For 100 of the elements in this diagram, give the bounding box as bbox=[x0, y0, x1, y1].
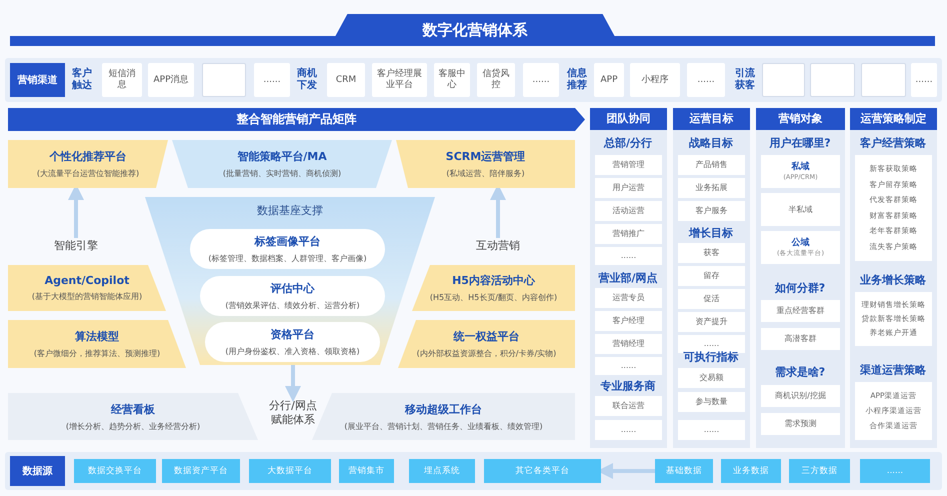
item-cell: 商机识别/挖掘 bbox=[761, 385, 840, 407]
channel-cell: APP bbox=[594, 63, 624, 97]
platform-card bbox=[8, 265, 166, 311]
channel-cell: APP消息 bbox=[148, 63, 194, 97]
item-cell: 重点经营客群 bbox=[761, 300, 840, 322]
item-cell: 业务拓展 bbox=[678, 178, 745, 198]
category-label: 信息推荐 bbox=[566, 68, 588, 92]
category-label: 引流获客 bbox=[734, 68, 756, 92]
card-subtitle: (增长分析、趋势分析、业务经营分析) bbox=[66, 420, 200, 432]
card-subtitle: (基于大模型的营销智能体应用) bbox=[32, 291, 142, 302]
platform-card bbox=[396, 140, 575, 188]
section-heading: 需求是啥? bbox=[774, 364, 826, 380]
data-cell: 埋点系统 bbox=[409, 459, 475, 483]
data-cell: 其它各类平台 bbox=[484, 459, 601, 483]
item-cell: ...... bbox=[595, 420, 662, 440]
caption-text: 分行/网点赋能体系 bbox=[265, 398, 321, 428]
card-title: H5内容活动中心 bbox=[452, 273, 535, 288]
channel-cell: ...... bbox=[523, 63, 559, 97]
item-cell: 联合运营 bbox=[595, 396, 662, 416]
data-cell: 大数据平台 bbox=[249, 459, 331, 483]
item-cell bbox=[761, 155, 840, 188]
card-subtitle: (大流量平台运营位智能推荐) bbox=[36, 168, 140, 179]
item-cell: 资产提升 bbox=[678, 312, 745, 332]
item-cell: 运营专员 bbox=[595, 288, 662, 308]
card-title: Agent/Copilot bbox=[44, 274, 130, 287]
item-cell: 产品销售 bbox=[678, 155, 745, 175]
platform-pill bbox=[205, 322, 380, 362]
section-heading: 专业服务商 bbox=[600, 378, 656, 394]
funnel-heading: 数据基座支撑 bbox=[257, 203, 323, 218]
item-cell: 参与数量 bbox=[678, 392, 745, 412]
section-heading: 用户在哪里? bbox=[769, 136, 831, 150]
item-cell: ...... bbox=[595, 357, 662, 375]
card-title: SCRM运营管理 bbox=[446, 149, 526, 164]
platform-card bbox=[412, 265, 575, 311]
arrow bbox=[285, 365, 301, 402]
caption-text: 智能引擎 bbox=[48, 238, 104, 254]
item-cell: 促活 bbox=[678, 289, 745, 309]
card-subtitle: (内外部权益资源整合，积分/卡券/实物) bbox=[416, 348, 556, 359]
channel-cell bbox=[762, 63, 805, 97]
channel-cell: 客服中心 bbox=[434, 63, 470, 97]
card-subtitle: (批量营销、实时营销、商机侦测) bbox=[222, 168, 342, 179]
card-subtitle: (私域运营、陪伴服务) bbox=[446, 168, 525, 179]
item-cell: 获客 bbox=[678, 243, 745, 263]
item-cell: 活动运营 bbox=[595, 201, 662, 221]
column-header: 运营策略制定 bbox=[850, 108, 937, 130]
column-panel bbox=[590, 108, 667, 448]
channel-cell: ...... bbox=[687, 63, 725, 97]
channel-cell: CRM bbox=[327, 63, 365, 97]
column-header: 团队协同 bbox=[590, 108, 667, 130]
item-cell: 交易额 bbox=[678, 368, 745, 388]
card-title: 算法模型 bbox=[75, 329, 119, 344]
data-cell: 基础数据 bbox=[655, 459, 713, 483]
section-heading: 战略目标 bbox=[689, 136, 733, 150]
section-heading: 客户经营策略 bbox=[860, 136, 926, 150]
column-panel bbox=[756, 108, 845, 448]
card-subtitle: (营销效果评估、绩效分析、运营分析) bbox=[225, 300, 360, 311]
item-cell: ...... bbox=[595, 247, 662, 265]
card-title: 经营看板 bbox=[111, 402, 155, 416]
channel-cell: 小程序 bbox=[630, 63, 680, 97]
category-tag: 数据源 bbox=[10, 456, 65, 486]
card-subtitle: (标签管理、数据档案、人群管理、客户画像) bbox=[208, 253, 367, 264]
channel-cell: 客户经理展业平台 bbox=[372, 63, 427, 97]
section-heading: 营业部/网点 bbox=[598, 270, 658, 286]
channel-cell bbox=[202, 63, 246, 97]
data-cell: 业务数据 bbox=[721, 459, 781, 483]
strategy-card bbox=[855, 292, 932, 346]
card-title: 个性化推荐平台 bbox=[50, 149, 126, 164]
section-heading: 渠道运营策略 bbox=[860, 362, 926, 378]
section-heading: 增长目标 bbox=[689, 226, 733, 240]
arrow-banner: 整合智能营销产品矩阵 bbox=[8, 108, 585, 131]
item-cell: 客户经理 bbox=[595, 311, 662, 331]
category-label: 客户触达 bbox=[71, 68, 93, 92]
channel-cell: 短信消息 bbox=[102, 63, 142, 97]
data-cell: 数据交换平台 bbox=[74, 459, 156, 483]
column-panel bbox=[850, 108, 937, 448]
channel-cell bbox=[861, 63, 906, 97]
platform-card bbox=[398, 320, 575, 368]
column-panel bbox=[673, 108, 750, 448]
data-cell: 三方数据 bbox=[789, 459, 850, 483]
card-title: 智能策略平台/MA bbox=[237, 149, 327, 164]
column-header: 营销对象 bbox=[756, 108, 845, 130]
card-title: 资格平台 bbox=[270, 327, 314, 342]
card-title: 评估中心 bbox=[270, 281, 314, 296]
item-cell: 需求预测 bbox=[761, 413, 840, 435]
card-title: 移动超级工作台 bbox=[405, 402, 482, 416]
channel-cell: 信贷风控 bbox=[477, 63, 515, 97]
section-heading: 总部/分行 bbox=[604, 136, 652, 150]
card-subtitle: (客户微细分，推荐算法、预测推理) bbox=[34, 348, 160, 359]
card-subtitle: (H5互动、H5长页/翻页、内容创作) bbox=[430, 292, 558, 303]
caption-text: 互动营销 bbox=[470, 238, 526, 254]
category-label: 商机下发 bbox=[296, 68, 318, 92]
strategy-card bbox=[855, 155, 932, 261]
data-cell: ...... bbox=[860, 459, 930, 483]
column-header: 运营目标 bbox=[673, 108, 750, 130]
platform-card bbox=[8, 140, 168, 188]
card-subtitle: (展业平台、营销计划、营销任务、业绩看板、绩效管理) bbox=[344, 420, 543, 432]
channel-cell: ...... bbox=[911, 63, 937, 97]
card-title: 公域 bbox=[792, 238, 810, 248]
item-cell: 营销管理 bbox=[595, 155, 662, 175]
item-cell: 用户运营 bbox=[595, 178, 662, 198]
